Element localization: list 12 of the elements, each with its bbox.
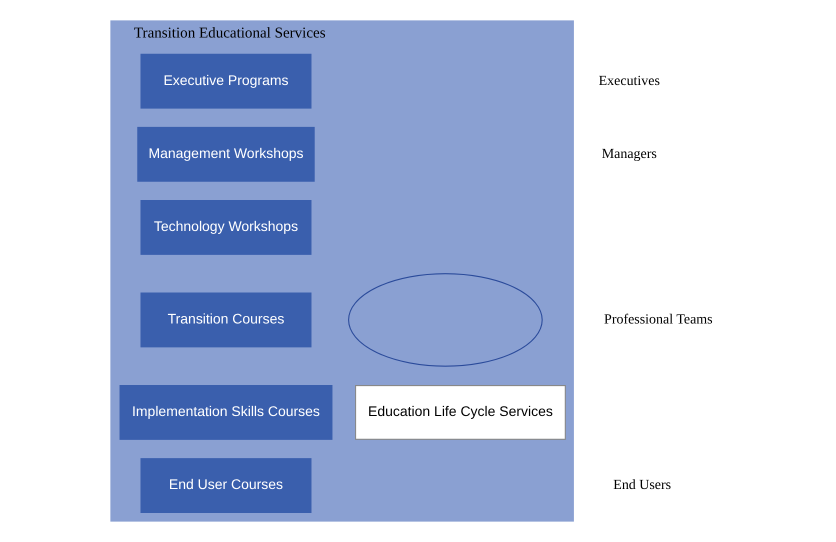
node-box: End User Courses <box>140 458 311 513</box>
node-box: Implementation Skills Courses <box>119 385 332 440</box>
node-box: Transition Courses <box>140 292 311 348</box>
label: Executives <box>598 74 660 89</box>
node-box: Executive Programs <box>140 54 311 109</box>
node-box: Technology Workshops <box>140 200 311 255</box>
node-ellipse <box>348 273 542 367</box>
node-box: Education Life Cycle Services <box>354 385 566 440</box>
label: Managers <box>601 146 656 162</box>
label: Professional Teams <box>604 312 712 328</box>
node-box: Management Workshops <box>136 126 314 182</box>
label: End Users <box>612 478 671 494</box>
